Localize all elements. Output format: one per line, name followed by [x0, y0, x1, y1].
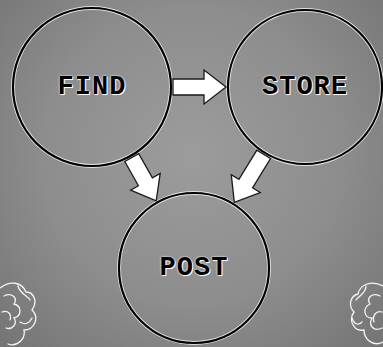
block-arrow	[125, 154, 160, 201]
brain-doodle-right	[351, 283, 383, 343]
process-circle: STORE	[226, 8, 383, 166]
brain-doodle-left	[0, 283, 36, 345]
node-label: STORE	[262, 72, 348, 102]
process-circle: FIND	[11, 6, 173, 168]
block-arrow	[231, 150, 270, 202]
node-label: FIND	[58, 72, 127, 102]
block-arrow	[173, 70, 226, 104]
node-label: POST	[160, 253, 229, 283]
process-circle: POST	[117, 191, 271, 345]
